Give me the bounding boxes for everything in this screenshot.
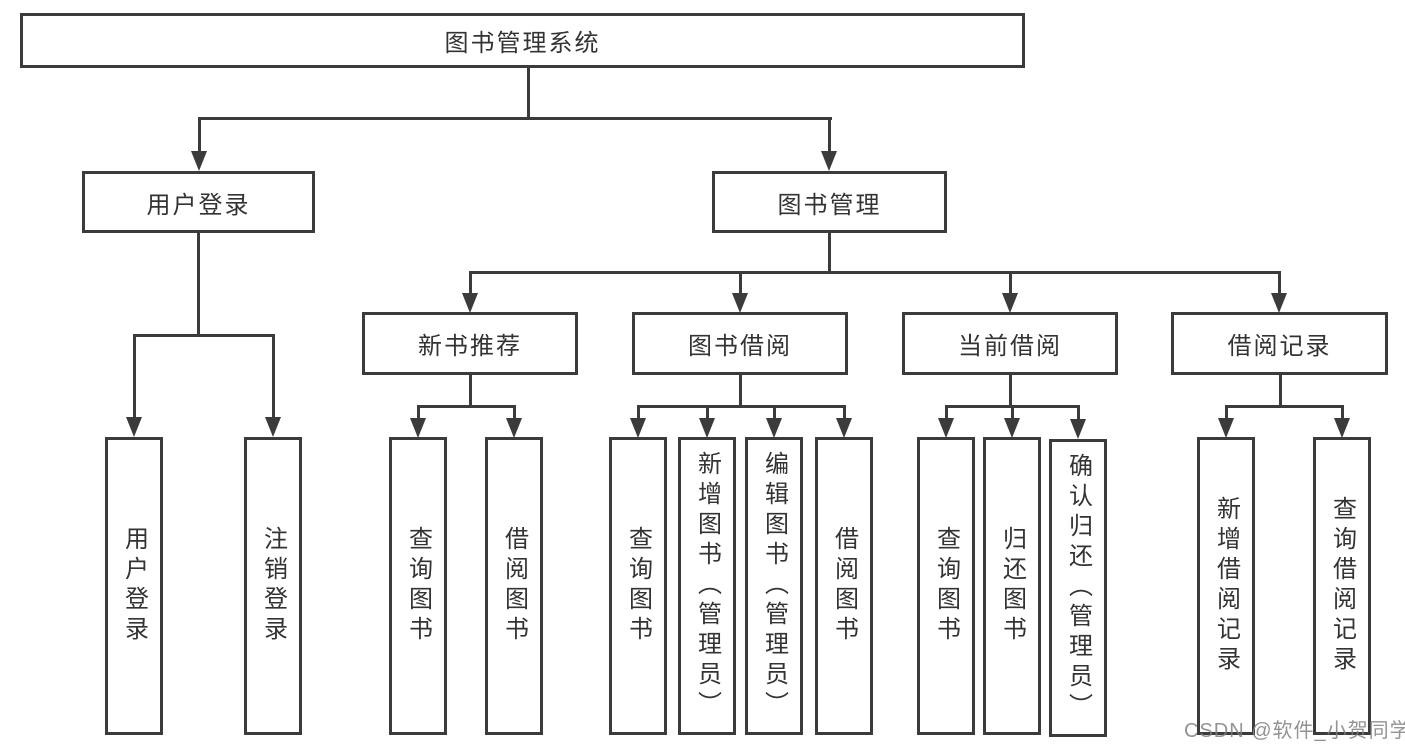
leaf-logout: 注销登录 — [244, 437, 302, 735]
connector-line — [469, 375, 472, 408]
node-new-book-recommend: 新书推荐 — [362, 312, 578, 375]
node-new-book-recommend-label: 新书推荐 — [418, 333, 522, 360]
connector-line — [1077, 408, 1080, 420]
connector-line — [706, 408, 709, 420]
arrow-down-icon — [265, 417, 281, 437]
leaf-cb-confirm-return-admin-label: 确认归还（管理员） — [1064, 453, 1092, 723]
connector-line — [198, 120, 201, 154]
leaf-cb-return-book: 归还图书 — [983, 437, 1041, 735]
connector-line — [828, 233, 831, 274]
arrow-down-icon — [630, 418, 646, 438]
arrow-down-icon — [191, 151, 207, 171]
node-borrow-record: 借阅记录 — [1171, 312, 1388, 375]
leaf-bb-borrow-book-label: 借阅图书 — [830, 526, 858, 646]
arrow-down-icon — [1004, 418, 1020, 438]
leaf-br-add-record: 新增借阅记录 — [1197, 437, 1255, 735]
connector-line — [637, 408, 640, 420]
connector-line — [197, 233, 200, 336]
arrow-down-icon — [821, 151, 837, 171]
connector-line — [469, 271, 1281, 274]
connector-line — [1278, 274, 1281, 295]
node-user-login: 用户登录 — [82, 171, 315, 233]
arrow-down-icon — [1218, 418, 1234, 438]
node-book-management: 图书管理 — [712, 171, 947, 233]
leaf-cb-return-book-label: 归还图书 — [998, 526, 1026, 646]
connector-line — [198, 117, 832, 120]
node-root-label: 图书管理系统 — [444, 30, 601, 57]
connector-line — [843, 408, 846, 420]
leaf-cb-query-book: 查询图书 — [917, 437, 975, 735]
connector-line — [1225, 408, 1228, 420]
leaf-bb-edit-book-admin: 编辑图书（管理员） — [745, 437, 803, 735]
arrow-down-icon — [506, 418, 522, 438]
leaf-nb-query-book: 查询图书 — [389, 437, 447, 735]
arrow-down-icon — [732, 293, 748, 313]
node-current-borrow: 当前借阅 — [902, 312, 1118, 375]
csdn-watermark: CSDN @软件_小贺同学 — [1184, 720, 1405, 742]
connector-line — [1341, 408, 1344, 420]
arrow-down-icon — [462, 293, 478, 313]
leaf-bb-edit-book-admin-label: 编辑图书（管理员） — [760, 451, 788, 721]
leaf-user-login-label: 用户登录 — [120, 526, 148, 646]
connector-line — [945, 408, 948, 420]
connector-line — [1011, 408, 1014, 420]
connector-line — [828, 120, 831, 154]
connector-line — [1009, 274, 1012, 295]
leaf-br-query-record: 查询借阅记录 — [1313, 437, 1371, 735]
connector-line — [272, 337, 275, 419]
leaf-bb-add-book-admin: 新增图书（管理员） — [678, 437, 736, 735]
connector-line — [417, 405, 516, 408]
connector-line — [1225, 405, 1344, 408]
leaf-cb-confirm-return-admin: 确认归还（管理员） — [1049, 439, 1107, 737]
node-book-management-label: 图书管理 — [777, 191, 882, 219]
arrow-down-icon — [938, 418, 954, 438]
arrow-down-icon — [1002, 293, 1018, 313]
connector-line — [773, 408, 776, 420]
leaf-logout-label: 注销登录 — [259, 526, 287, 646]
leaf-nb-borrow-book: 借阅图书 — [485, 437, 543, 735]
leaf-nb-query-book-label: 查询图书 — [404, 526, 432, 646]
arrow-down-icon — [1334, 418, 1350, 438]
connector-line — [513, 408, 516, 420]
node-user-login-label: 用户登录 — [146, 191, 251, 219]
leaf-br-add-record-label: 新增借阅记录 — [1212, 496, 1240, 676]
leaf-bb-query-book: 查询图书 — [609, 437, 667, 735]
node-borrow-record-label: 借阅记录 — [1227, 333, 1332, 360]
leaf-cb-query-book-label: 查询图书 — [932, 526, 960, 646]
arrow-down-icon — [766, 418, 782, 438]
connector-line — [527, 68, 530, 120]
connector-line — [133, 337, 136, 419]
connector-line — [469, 274, 472, 295]
leaf-user-login: 用户登录 — [105, 437, 163, 735]
leaf-bb-add-book-admin-label: 新增图书（管理员） — [693, 451, 721, 721]
node-root: 图书管理系统 — [20, 13, 1025, 68]
connector-line — [739, 274, 742, 295]
connector-line — [739, 375, 742, 408]
connector-line — [417, 408, 420, 420]
connector-line — [1009, 375, 1012, 408]
arrow-down-icon — [1271, 293, 1287, 313]
arrow-down-icon — [699, 418, 715, 438]
arrow-down-icon — [126, 417, 142, 437]
arrow-down-icon — [410, 418, 426, 438]
leaf-nb-borrow-book-label: 借阅图书 — [500, 526, 528, 646]
leaf-bb-query-book-label: 查询图书 — [624, 526, 652, 646]
connector-line — [133, 334, 275, 337]
node-book-borrow: 图书借阅 — [632, 312, 848, 375]
arrow-down-icon — [1070, 419, 1086, 439]
arrow-down-icon — [836, 418, 852, 438]
connector-line — [945, 405, 1080, 408]
connector-line — [1279, 375, 1282, 408]
connector-line — [637, 405, 846, 408]
leaf-br-query-record-label: 查询借阅记录 — [1328, 496, 1356, 676]
node-current-borrow-label: 当前借阅 — [958, 333, 1062, 360]
node-book-borrow-label: 图书借阅 — [688, 333, 792, 360]
leaf-bb-borrow-book: 借阅图书 — [815, 437, 873, 735]
